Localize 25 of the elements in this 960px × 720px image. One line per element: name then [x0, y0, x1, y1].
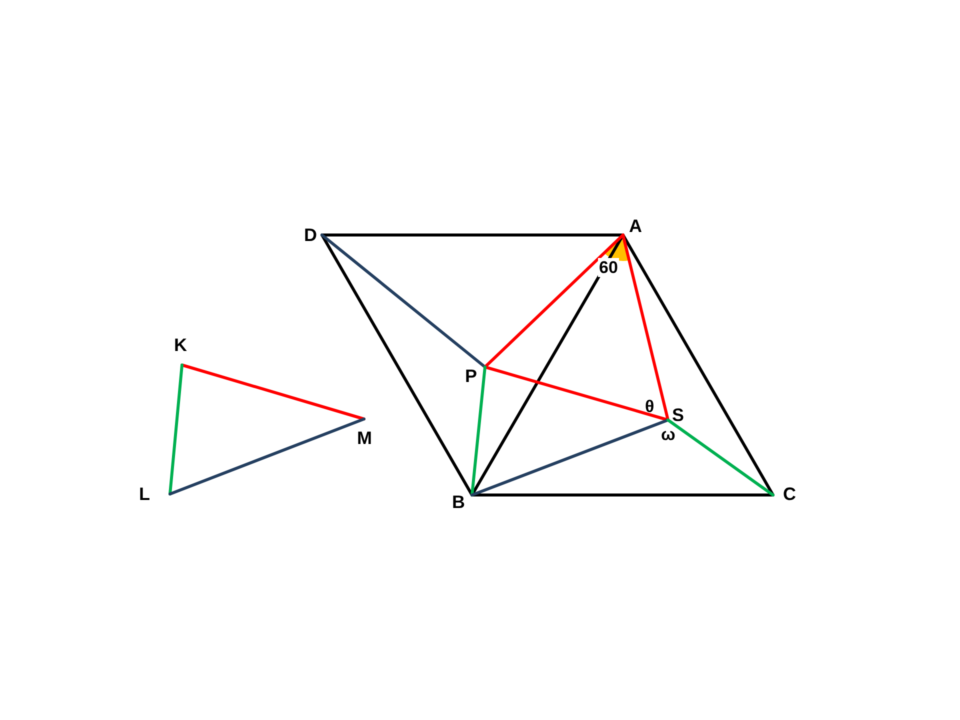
line-segment: [168, 364, 184, 496]
line-segment: [622, 234, 774, 496]
line-segment: [180, 364, 366, 420]
point-label: K: [174, 336, 187, 354]
line-segment: [470, 366, 486, 496]
point-label: S: [672, 406, 684, 424]
point-label: P: [465, 367, 478, 385]
line-segment: [484, 234, 624, 368]
point-label: M: [357, 429, 372, 447]
line-segment: [666, 418, 774, 496]
angle-label: θ: [645, 398, 654, 415]
line-segment: [622, 234, 670, 422]
point-label: A: [629, 217, 642, 235]
line-segment: [320, 234, 474, 496]
line-segment: [470, 418, 670, 496]
point-label: D: [304, 226, 317, 244]
line-segment: [320, 234, 624, 236]
line-segment: [470, 494, 774, 496]
point-label: L: [139, 485, 150, 503]
angle-label: 60: [598, 258, 619, 277]
line-segment: [168, 418, 366, 496]
point-label: C: [783, 485, 796, 503]
angle-label: ω: [661, 426, 676, 443]
point-label: B: [452, 493, 465, 511]
line-segment: [320, 234, 486, 368]
